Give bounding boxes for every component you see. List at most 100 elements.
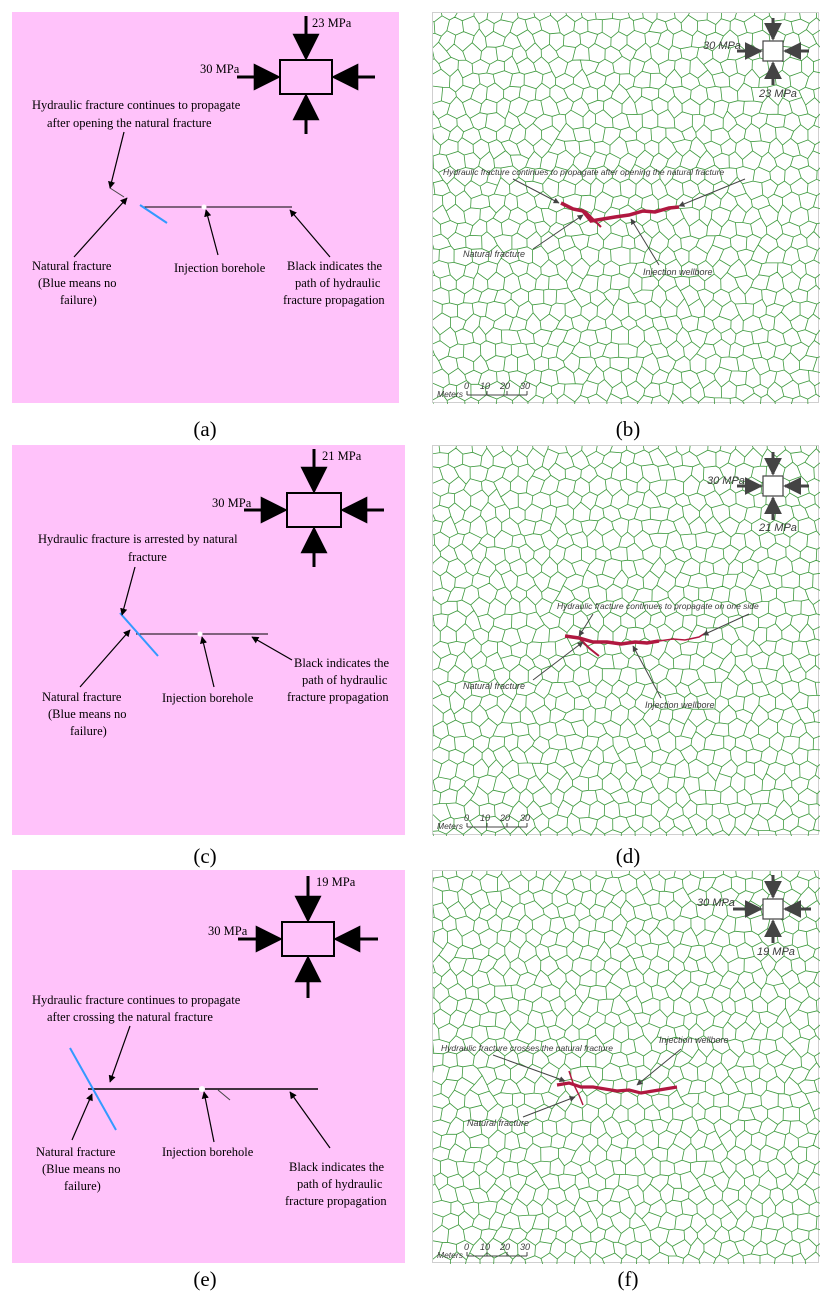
scale-tick-20: 20 (499, 381, 510, 391)
annotation-top-line1: Hydraulic fracture is arrested by natura… (38, 532, 238, 546)
stress-indicator (737, 452, 809, 520)
annotation-top-line2: after crossing the natural fracture (47, 1010, 213, 1024)
panel-c-schematic: 21 MPa 30 MPa Hydraulic fracture is arre… (12, 445, 405, 835)
annotation-top-line2: fracture (128, 550, 167, 564)
natural-label-arrow (71, 1093, 93, 1141)
scale-tick-30: 30 (520, 813, 530, 823)
injection-point (199, 1086, 205, 1092)
scale-tick-0: 0 (464, 381, 469, 391)
natural-label-line2: (Blue means no (42, 1162, 120, 1176)
stress-y-label: 21 MPa (758, 522, 797, 534)
caption-c: (c) (193, 844, 217, 868)
mesh-f-svg: 30 MPa 19 MPa Hydraulic fracture crosses… (433, 871, 820, 1264)
natural-label-arrow (73, 197, 128, 258)
mesh-b-svg: 30 MPa 23 MPa Hydraulic fracture continu… (433, 13, 820, 404)
caption-b: (b) (615, 417, 641, 441)
hydraulic-fracture-trace (556, 1081, 678, 1095)
natural-label-line2: (Blue means no (38, 276, 116, 290)
stress-x-label: 30 MPa (212, 496, 252, 510)
panel-d-mesh: 30 MPa 21 MPa Hydraulic fracture continu… (432, 445, 820, 836)
stress-x-label: 30 MPa (707, 475, 745, 487)
stress-x-label: 30 MPa (208, 924, 248, 938)
scale-tick-0: 0 (464, 813, 469, 823)
well-label-arrow (636, 1048, 682, 1086)
nf-label: Natural fracture (463, 249, 525, 259)
panel-f-mesh: 30 MPa 19 MPa Hydraulic fracture crosses… (432, 870, 820, 1264)
nf-label-arrow (532, 214, 584, 250)
panel-b-mesh: 30 MPa 23 MPa Hydraulic fracture continu… (432, 12, 820, 404)
hydraulic-fracture-trace (560, 201, 680, 223)
panel-e-schematic: 19 MPa 30 MPa Hydraulic fracture continu… (12, 870, 405, 1263)
hf-label-arrow (512, 178, 560, 204)
annotation-top-arrow (120, 566, 136, 616)
schematic-c-svg: 21 MPa 30 MPa Hydraulic fracture is arre… (38, 449, 390, 738)
panel-a-schematic: 23 MPa 30 MPa Hydraulic fracture continu… (12, 12, 399, 403)
scale-bar (466, 823, 528, 828)
caption-e: (e) (193, 1267, 217, 1291)
natural-fracture (69, 1047, 117, 1131)
stress-x-label: 30 MPa (703, 40, 741, 52)
natural-label-line1: Natural fracture (32, 259, 112, 273)
natural-label-line3: failure) (64, 1179, 101, 1193)
natural-fracture-trace (584, 210, 602, 228)
path-label-arrow (251, 636, 293, 661)
natural-label-line1: Natural fracture (42, 690, 122, 704)
stress-indicator (737, 18, 809, 85)
hf-label-arrow (578, 613, 594, 637)
natural-fracture-trace (568, 1070, 584, 1106)
path-label-line1: Black indicates the (287, 259, 383, 273)
stress-y-label: 21 MPa (322, 449, 362, 463)
caption-d: (d) (615, 844, 641, 868)
well-label: Injection wellbore (645, 700, 715, 710)
natural-label-line1: Natural fracture (36, 1145, 116, 1159)
voronoi-mesh (433, 13, 820, 404)
borehole-label: Injection borehole (162, 691, 254, 705)
voronoi-mesh (433, 446, 820, 836)
schematic-e-svg: 19 MPa 30 MPa Hydraulic fracture continu… (32, 875, 387, 1208)
borehole-label-arrow (201, 1091, 215, 1143)
natural-label-line3: failure) (60, 293, 97, 307)
stress-x-label: 30 MPa (697, 897, 735, 909)
scale-tick-10: 10 (480, 381, 490, 391)
nf-label: Natural fracture (467, 1118, 529, 1128)
borehole-label-arrow (200, 636, 215, 688)
mesh-cell-edges (433, 13, 820, 404)
scale-bar (466, 1252, 528, 1257)
stress-box (281, 921, 335, 957)
caption-a: (a) (193, 417, 217, 441)
hydraulic-path-branch (217, 1089, 231, 1101)
path-label-line1: Black indicates the (289, 1160, 385, 1174)
hf-label-arrow-2 (702, 613, 750, 636)
path-label-line2: path of hydraulic (295, 276, 381, 290)
hf-label-arrow (492, 1054, 566, 1082)
annotation-top-line2: after opening the natural fracture (47, 116, 212, 130)
natural-fracture-trace (578, 637, 600, 657)
borehole-label: Injection borehole (174, 261, 266, 275)
injection-point (197, 631, 203, 637)
scale-tick-20: 20 (499, 813, 510, 823)
stress-box (286, 492, 342, 528)
annotation-top-line1: Hydraulic fracture continues to propagat… (32, 98, 241, 112)
path-label-line3: fracture propagation (283, 293, 385, 307)
stress-indicator (733, 875, 811, 943)
mesh-cell-edges (433, 446, 820, 836)
voronoi-mesh (433, 871, 820, 1264)
well-label: Injection wellbore (643, 267, 713, 277)
scale-tick-30: 30 (520, 1242, 530, 1252)
mesh-d-svg: 30 MPa 21 MPa Hydraulic fracture continu… (433, 446, 820, 836)
natural-fracture (119, 612, 159, 657)
path-label-line1: Black indicates the (294, 656, 390, 670)
scale-unit: Meters (437, 1250, 464, 1260)
scale-bar (466, 391, 528, 396)
scale-tick-0: 0 (464, 1242, 469, 1252)
stress-x-label: 30 MPa (200, 62, 240, 76)
hf-label-arrow-2 (678, 178, 746, 207)
natural-label-line2: (Blue means no (48, 707, 126, 721)
path-label-line2: path of hydraulic (302, 673, 388, 687)
borehole-label-arrow (204, 209, 219, 256)
mesh-cell-edges (433, 871, 820, 1264)
scale-tick-20: 20 (499, 1242, 510, 1252)
natural-label-line3: failure) (70, 724, 107, 738)
path-label-line2: path of hydraulic (297, 1177, 383, 1191)
natural-label-arrow (79, 629, 131, 688)
